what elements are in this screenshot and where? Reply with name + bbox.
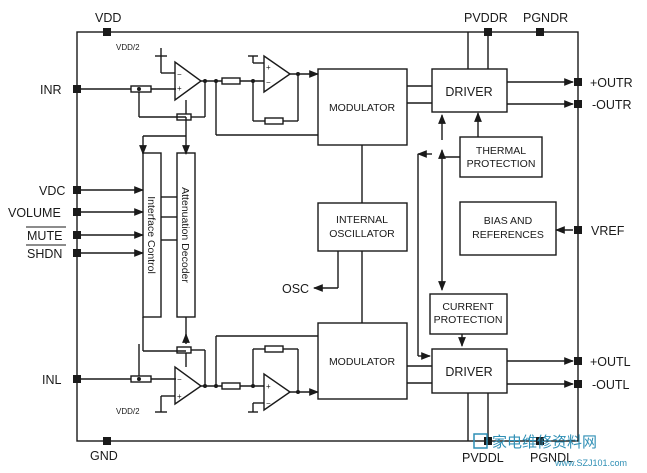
- modulator-bottom: [317, 322, 408, 400]
- pin-inr: [73, 85, 81, 93]
- label-thermal-2: PROTECTION: [467, 158, 536, 170]
- driver-top: [431, 68, 508, 113]
- label-mute: MUTE: [27, 229, 62, 243]
- pin-mute: [73, 231, 81, 239]
- pin-pvddl: [484, 437, 492, 445]
- svg-text:−: −: [177, 70, 182, 79]
- amp-top-2: [263, 54, 292, 94]
- amp-bottom-2: [263, 372, 292, 412]
- pin-inl: [73, 375, 81, 383]
- label-inl: INL: [42, 373, 62, 387]
- label-bias-2: REFERENCES: [472, 229, 544, 241]
- label-outr-pos: +OUTR: [590, 76, 633, 90]
- label-internal-osc-1: INTERNAL: [336, 214, 388, 226]
- resistor-mid-bottom: [221, 382, 241, 390]
- label-vdd-half-bottom: VDD/2: [116, 407, 140, 416]
- resistor-mid-top: [221, 77, 241, 85]
- svg-text:+: +: [177, 84, 182, 93]
- amp-top-1: [174, 60, 203, 102]
- label-modulator-top: MODULATOR: [329, 102, 396, 114]
- pin-pgndr: [536, 28, 544, 36]
- resistor-fb-bottom-1: [176, 346, 192, 354]
- pin-volume: [73, 208, 81, 216]
- label-bias-1: BIAS AND: [484, 215, 533, 227]
- label-current-1: CURRENT: [442, 301, 494, 313]
- label-pvddr: PVDDR: [464, 11, 508, 25]
- label-inr: INR: [40, 83, 62, 97]
- label-modulator-bottom: MODULATOR: [329, 356, 396, 368]
- label-pvddl: PVDDL: [462, 451, 504, 465]
- label-osc: OSC: [282, 282, 309, 296]
- svg-text:+: +: [177, 392, 182, 401]
- watermark-url: www.SZJ101.com: [554, 458, 627, 468]
- pin-outr-neg: [574, 100, 582, 108]
- label-volume: VOLUME: [8, 206, 61, 220]
- svg-text:+: +: [266, 382, 271, 391]
- label-outr-neg: -OUTR: [592, 98, 632, 112]
- label-vdc: VDC: [39, 184, 65, 198]
- pin-outl-neg: [574, 380, 582, 388]
- svg-text:−: −: [266, 78, 271, 87]
- svg-text:−: −: [177, 375, 182, 384]
- label-current-2: PROTECTION: [434, 314, 503, 326]
- pin-pvddr: [484, 28, 492, 36]
- svg-text:+: +: [266, 63, 271, 72]
- pin-pgndl: [536, 437, 544, 445]
- label-gnd: GND: [90, 449, 118, 463]
- label-shdn: SHDN: [27, 247, 62, 261]
- pin-outr-pos: [574, 78, 582, 86]
- watermark-chars: 家电维修资料网: [492, 433, 597, 451]
- thermal-protection: [459, 136, 543, 178]
- svg-text:−: −: [266, 399, 271, 408]
- internal-oscillator: [317, 202, 408, 252]
- driver-bottom: [431, 348, 508, 394]
- pin-outl-pos: [574, 357, 582, 365]
- label-internal-osc-2: OSCILLATOR: [329, 228, 395, 240]
- label-attenuation-decoder: Attenuation Decoder: [179, 187, 191, 283]
- label-interface-control: Interface Control: [145, 196, 157, 274]
- label-vdd: VDD: [95, 11, 121, 25]
- label-driver-bottom: DRIVER: [445, 365, 492, 379]
- label-thermal-1: THERMAL: [476, 145, 526, 157]
- watermark: 家电维修资料网 www.SZJ101.com: [473, 433, 627, 468]
- label-outl-neg: -OUTL: [592, 378, 630, 392]
- amp-bottom-1: [174, 365, 203, 406]
- pin-gnd: [103, 437, 111, 445]
- label-pgndr: PGNDR: [523, 11, 568, 25]
- current-protection: [429, 293, 508, 335]
- pin-vref: [574, 226, 582, 234]
- pin-vdd: [103, 28, 111, 36]
- label-outl-pos: +OUTL: [590, 355, 631, 369]
- label-vdd-half-top: VDD/2: [116, 43, 140, 52]
- resistor-fb-top-2: [264, 117, 284, 125]
- watermark-logo-icon: [473, 433, 488, 449]
- label-driver-top: DRIVER: [445, 85, 492, 99]
- resistor-fb-bottom-2: [264, 345, 284, 353]
- label-vref: VREF: [591, 224, 625, 238]
- pin-vdc: [73, 186, 81, 194]
- label-pgndl: PGNDL: [530, 451, 573, 465]
- pin-shdn: [73, 249, 81, 257]
